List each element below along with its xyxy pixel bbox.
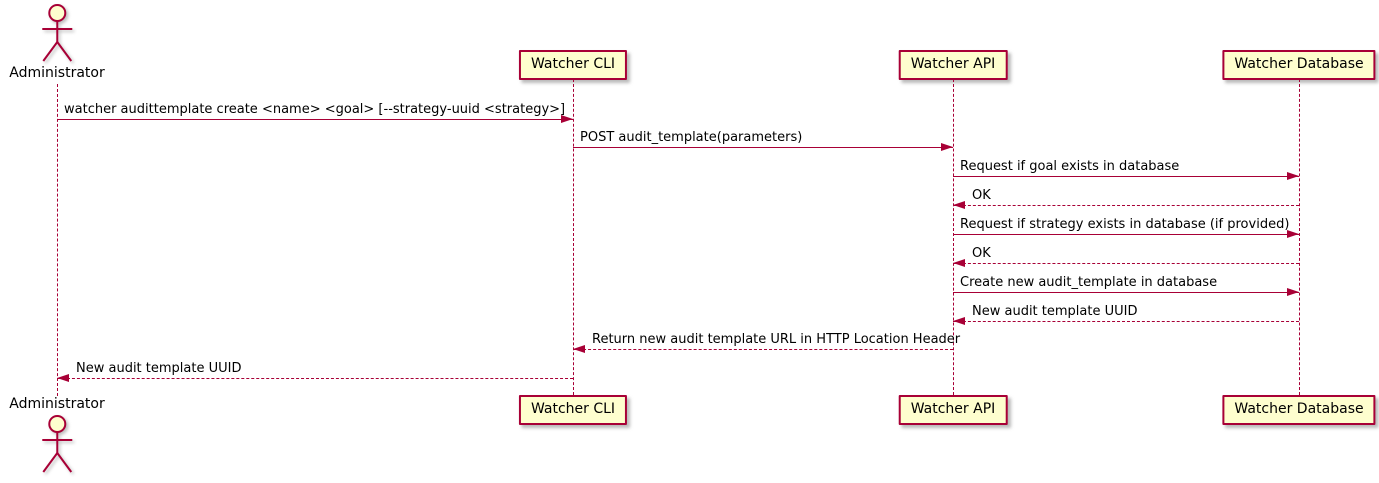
stick-figure-actor-icon	[42, 4, 72, 62]
message-label: New audit template UUID	[76, 361, 242, 376]
message-label: Request if goal exists in database	[960, 159, 1180, 174]
participant-label: Watcher Database	[1234, 56, 1364, 72]
actor-label: Administrator	[9, 65, 105, 81]
message-7-create-audit-template-db: Create new audit_template in database	[953, 275, 1299, 296]
lifeline-watcher-api	[953, 79, 954, 395]
message-label: POST audit_template(parameters)	[580, 130, 803, 145]
message-arrow-line	[57, 374, 573, 382]
message-8-new-audit-template-uuid-db: New audit template UUID	[953, 304, 1299, 325]
message-1-create-audittemplate: watcher audittemplate create <name> <goa…	[57, 102, 573, 123]
participant-label: Watcher Database	[1234, 401, 1364, 417]
actor-administrator-top: Administrator	[9, 3, 105, 81]
message-arrow-line	[953, 230, 1299, 238]
message-arrow-line	[953, 317, 1299, 325]
message-label: OK	[972, 188, 991, 203]
message-4-ok-goal: OK	[953, 188, 1299, 209]
participant-label: Watcher API	[910, 56, 996, 72]
arrow-left-icon	[57, 374, 69, 382]
actor-administrator-bottom: Administrator	[9, 396, 105, 478]
message-arrow-line	[573, 345, 953, 353]
arrow-left-icon	[953, 201, 965, 209]
message-3-request-goal-exists: Request if goal exists in database	[953, 159, 1299, 180]
message-label: OK	[972, 246, 991, 261]
arrow-left-icon	[573, 345, 585, 353]
message-label: New audit template UUID	[972, 304, 1138, 319]
arrow-right-icon	[561, 115, 573, 123]
participant-watcher-api-bottom: Watcher API	[898, 395, 1008, 425]
participant-watcher-database-top: Watcher Database	[1222, 50, 1376, 80]
arrow-right-icon	[1287, 172, 1299, 180]
message-arrow-line	[573, 143, 953, 151]
participant-watcher-cli-top: Watcher CLI	[518, 50, 628, 80]
participant-watcher-cli-bottom: Watcher CLI	[518, 395, 628, 425]
message-label: Request if strategy exists in database (…	[960, 217, 1290, 232]
message-label: Return new audit template URL in HTTP Lo…	[592, 332, 961, 347]
participant-label: Watcher CLI	[530, 401, 616, 417]
message-arrow-line	[953, 201, 1299, 209]
lifeline-administrator	[57, 84, 58, 396]
actor-label: Administrator	[9, 396, 105, 412]
participant-watcher-database-bottom: Watcher Database	[1222, 395, 1376, 425]
lifeline-watcher-cli	[573, 79, 574, 395]
participant-label: Watcher API	[910, 401, 996, 417]
arrow-right-icon	[1287, 230, 1299, 238]
message-arrow-line	[57, 115, 573, 123]
arrow-right-icon	[941, 143, 953, 151]
message-label: watcher audittemplate create <name> <goa…	[64, 102, 566, 117]
message-10-new-audit-template-uuid: New audit template UUID	[57, 361, 573, 382]
arrow-left-icon	[953, 259, 965, 267]
participant-watcher-api-top: Watcher API	[898, 50, 1008, 80]
message-9-return-url-location-header: Return new audit template URL in HTTP Lo…	[573, 332, 961, 353]
message-arrow-line	[953, 172, 1299, 180]
message-label: Create new audit_template in database	[960, 275, 1218, 290]
arrow-left-icon	[953, 317, 965, 325]
stick-figure-actor-icon	[42, 415, 72, 473]
arrow-right-icon	[1287, 288, 1299, 296]
message-5-request-strategy-exists: Request if strategy exists in database (…	[953, 217, 1299, 238]
participant-label: Watcher CLI	[530, 56, 616, 72]
message-arrow-line	[953, 288, 1299, 296]
message-2-post-audit-template: POST audit_template(parameters)	[573, 130, 953, 151]
message-arrow-line	[953, 259, 1299, 267]
lifeline-watcher-database	[1299, 79, 1300, 395]
message-6-ok-strategy: OK	[953, 246, 1299, 267]
